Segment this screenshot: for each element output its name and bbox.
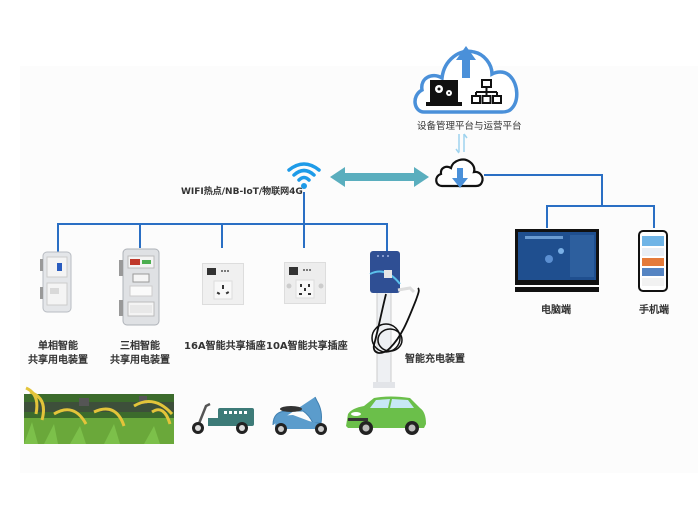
device-label-5: 智能充电装置 <box>405 354 465 365</box>
client-label-pc: 电脑端 <box>541 305 571 316</box>
cloud-upload-icon <box>413 46 519 114</box>
socket-10a <box>284 262 326 304</box>
charging-pile <box>369 251 420 388</box>
device-label-1: 单相智能 共享用电装置 <box>28 341 88 366</box>
farmland-scene <box>24 386 174 444</box>
single-phase-meter-box <box>40 251 72 313</box>
wifi-icon <box>287 162 321 189</box>
three-phase-meter-box <box>119 248 160 326</box>
client-label-mobile: 手机端 <box>639 305 669 316</box>
network-hierarchy-icon <box>471 79 502 104</box>
desktop-monitor <box>515 229 599 292</box>
mobile-phone <box>638 230 668 292</box>
scooter <box>272 396 327 435</box>
electric-tricycle <box>192 402 254 434</box>
device-label-2: 三相智能 共享用电装置 <box>110 341 170 366</box>
bidirectional-arrow-icon <box>330 167 429 187</box>
network-label: WIFI热点/NB-IoT/物联网4G <box>181 187 303 197</box>
sync-arrows-icon <box>455 133 468 154</box>
cloud-download-icon <box>435 158 484 188</box>
laptop-gear-icon <box>426 80 462 106</box>
electric-car <box>346 396 426 435</box>
device-label-3: 16A智能共享插座 <box>184 341 266 352</box>
platform-label: 设备管理平台与运营平台 <box>417 121 522 132</box>
socket-16a <box>202 263 244 305</box>
device-label-4: 10A智能共享插座 <box>266 341 348 352</box>
